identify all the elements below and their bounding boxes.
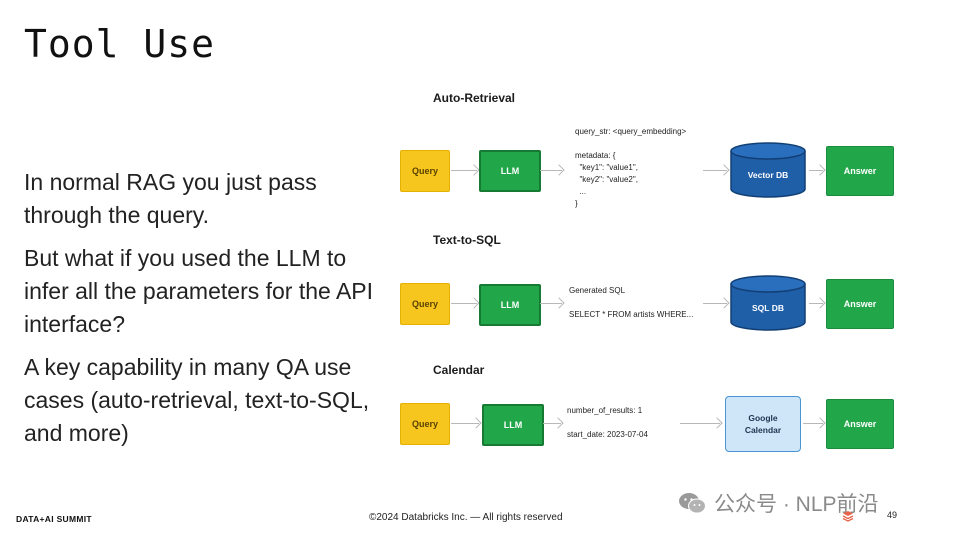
databricks-icon — [842, 511, 854, 522]
calendar-llm-box: LLM — [482, 404, 544, 446]
watermark-text: 公众号 · NLP前沿 — [714, 493, 879, 516]
text-to-sql-query-box: Query — [400, 283, 450, 325]
arrow — [803, 423, 823, 424]
auto-retrieval-code: query_str: <query_embedding> metadata: {… — [575, 127, 687, 208]
text-to-sql-answer-box: Answer — [826, 279, 894, 329]
slide-title: Tool Use — [24, 22, 216, 66]
sql-db-label: SQL DB — [752, 303, 784, 313]
arrow — [703, 303, 727, 304]
vector-db-icon: Vector DB — [730, 142, 806, 198]
text-to-sql-title: Text-to-SQL — [433, 233, 501, 247]
calendar-code: number_of_results: 1 start_date: 2023-07… — [567, 406, 648, 439]
sql-db-icon: SQL DB — [730, 275, 806, 331]
paragraph-1: In normal RAG you just pass through the … — [24, 169, 317, 228]
auto-retrieval-query-box: Query — [400, 150, 450, 192]
arrow — [543, 423, 561, 424]
wechat-icon — [679, 493, 706, 514]
arrow — [809, 170, 823, 171]
arrow — [451, 303, 477, 304]
auto-retrieval-title: Auto-Retrieval — [433, 91, 516, 105]
arrow — [451, 423, 479, 424]
calendar-answer-box: Answer — [826, 399, 894, 449]
google-calendar-box: Google Calendar — [725, 396, 801, 452]
arrow — [809, 303, 823, 304]
paragraph-3: A key capability in many QA use cases (a… — [24, 354, 370, 446]
arrow — [540, 303, 562, 304]
auto-retrieval-llm-box: LLM — [479, 150, 541, 192]
body-text: In normal RAG you just pass through the … — [24, 166, 374, 460]
arrow — [680, 423, 720, 424]
vector-db-label: Vector DB — [747, 170, 789, 180]
calendar-title: Calendar — [433, 363, 485, 377]
calendar-query-box: Query — [400, 403, 450, 445]
page-number: 49 — [887, 510, 898, 520]
auto-retrieval-answer-box: Answer — [826, 146, 894, 196]
watermark: 公众号 · NLP前沿 — [678, 488, 879, 518]
arrow — [451, 170, 477, 171]
text-to-sql-code: Generated SQL SELECT * FROM artists WHER… — [569, 286, 694, 319]
brand-logo: DATA+AI SUMMIT — [16, 514, 92, 524]
paragraph-2: But what if you used the LLM to infer al… — [24, 245, 374, 337]
text-to-sql-llm-box: LLM — [479, 284, 541, 326]
copyright-text: ©2024 Databricks Inc. — All rights reser… — [369, 512, 563, 523]
arrow — [703, 170, 727, 171]
arrow — [540, 170, 562, 171]
